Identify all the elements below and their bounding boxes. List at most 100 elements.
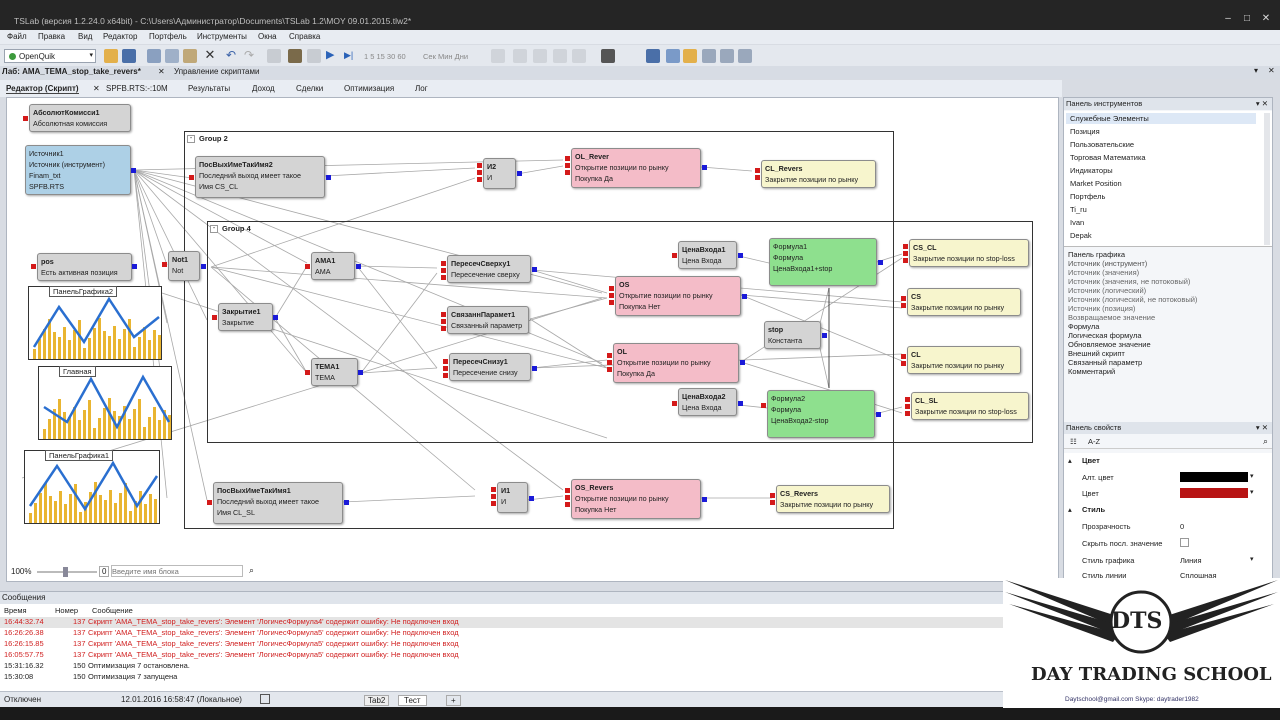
output-pin[interactable] [344, 500, 349, 505]
tool-item[interactable]: Комментарий [1068, 367, 1116, 376]
tab-editor[interactable]: Редактор (Скрипт) [6, 84, 79, 94]
input-pin[interactable] [609, 293, 614, 298]
input-pin[interactable] [207, 500, 212, 505]
prop-transparency-value[interactable]: 0 [1180, 522, 1185, 531]
tool4-icon[interactable] [553, 49, 567, 63]
input-pin[interactable] [607, 360, 612, 365]
input-pin[interactable] [305, 370, 310, 375]
input-pin[interactable] [755, 175, 760, 180]
output-pin[interactable] [529, 496, 534, 501]
tab-lab[interactable]: Лаб: AMA_TEMA_stop_take_revers* [2, 67, 141, 76]
tab-tab2[interactable]: Tab2 [364, 695, 390, 706]
tool-item[interactable]: Логическая формула [1068, 331, 1142, 340]
period-buttons[interactable]: Сек Мин Дни [423, 52, 469, 61]
input-pin[interactable] [903, 258, 908, 263]
input-pin[interactable] [607, 367, 612, 372]
input-pin[interactable] [477, 163, 482, 168]
pin-close-icon[interactable]: ▾ ✕ [1255, 423, 1268, 432]
input-pin[interactable] [491, 494, 496, 499]
input-pin[interactable] [565, 502, 570, 507]
input-pin[interactable] [901, 303, 906, 308]
input-pin[interactable] [770, 493, 775, 498]
chevron-down-icon[interactable]: ▾ [1250, 473, 1254, 480]
prop-line-style-value[interactable]: Сплошная [1180, 571, 1217, 580]
menu-tools[interactable]: Инструменты [197, 32, 247, 41]
zoom-value[interactable]: 0 [99, 566, 110, 577]
output-pin[interactable] [131, 168, 136, 173]
menu-edit[interactable]: Правка [38, 32, 66, 41]
undo-icon[interactable]: ↶ [226, 48, 237, 62]
output-pin[interactable] [738, 253, 743, 258]
input-pin[interactable] [441, 312, 446, 317]
tab-log[interactable]: Лог [415, 84, 428, 93]
close-doc-icon[interactable]: ✕ [1268, 66, 1275, 75]
tool8-icon[interactable] [738, 49, 752, 63]
chart-panel-main[interactable]: Главная [38, 366, 172, 440]
menu-file[interactable]: Файл [7, 32, 27, 41]
input-pin[interactable] [565, 156, 570, 161]
col-time[interactable]: Время [4, 606, 27, 615]
paste-icon[interactable] [183, 49, 197, 63]
scrollbar[interactable] [1264, 113, 1270, 245]
input-pin[interactable] [565, 163, 570, 168]
step-icon[interactable] [307, 49, 321, 63]
input-pin[interactable] [162, 262, 167, 267]
input-pin[interactable] [905, 404, 910, 409]
close-tab-icon[interactable]: ✕ [158, 67, 165, 76]
tool3-icon[interactable] [533, 49, 547, 63]
chevron-down-icon[interactable]: ▾ [1250, 556, 1254, 563]
chart-panel-2[interactable]: ПанельГрафика2 [28, 286, 162, 360]
input-pin[interactable] [565, 495, 570, 500]
category-item[interactable]: Позиция [1070, 127, 1100, 136]
col-number[interactable]: Номер [55, 606, 79, 615]
tool-item[interactable]: Возвращаемое значение [1068, 313, 1156, 322]
tool-item[interactable]: Связанный параметр [1068, 358, 1143, 367]
input-pin[interactable] [189, 175, 194, 180]
input-pin[interactable] [609, 300, 614, 305]
tool-item[interactable]: Источник (позиция) [1068, 304, 1136, 313]
menu-portfolio[interactable]: Портфель [149, 32, 187, 41]
close-editor-tab-icon[interactable]: ✕ [93, 84, 100, 93]
output-pin[interactable] [201, 264, 206, 269]
output-pin[interactable] [702, 165, 707, 170]
input-pin[interactable] [565, 170, 570, 175]
output-pin[interactable] [702, 497, 707, 502]
input-pin[interactable] [443, 373, 448, 378]
input-pin[interactable] [23, 116, 28, 121]
input-pin[interactable] [441, 319, 446, 324]
step-forward-icon[interactable]: ▶| [344, 50, 354, 60]
input-pin[interactable] [903, 244, 908, 249]
color-swatch[interactable] [1180, 488, 1248, 498]
input-pin[interactable] [905, 397, 910, 402]
hide-last-checkbox[interactable] [1180, 538, 1189, 547]
chart-panel-1[interactable]: ПанельГрафика1 [24, 450, 160, 524]
tab-scripts[interactable]: Управление скриптами [174, 67, 260, 76]
output-pin[interactable] [517, 171, 522, 176]
input-pin[interactable] [607, 353, 612, 358]
menu-editor[interactable]: Редактор [103, 32, 138, 41]
minimize-button[interactable]: – [1225, 13, 1231, 24]
input-pin[interactable] [672, 253, 677, 258]
input-pin[interactable] [905, 411, 910, 416]
play-icon[interactable]: ▶ [326, 49, 335, 61]
output-pin[interactable] [822, 333, 827, 338]
input-pin[interactable] [491, 501, 496, 506]
block-search-input[interactable] [111, 565, 243, 577]
color-swatch-icon[interactable] [601, 49, 615, 63]
input-pin[interactable] [901, 296, 906, 301]
input-pin[interactable] [443, 359, 448, 364]
